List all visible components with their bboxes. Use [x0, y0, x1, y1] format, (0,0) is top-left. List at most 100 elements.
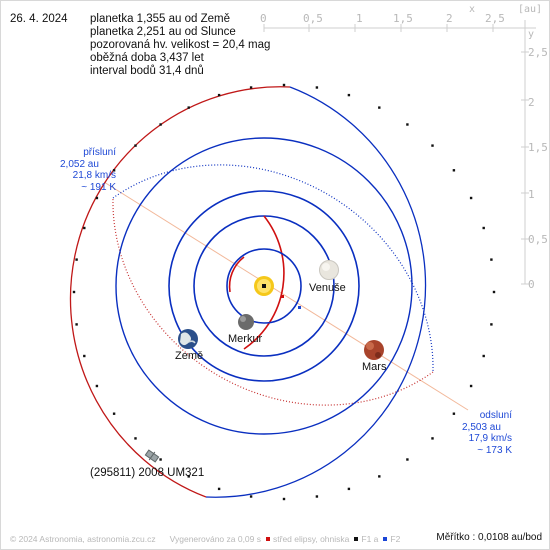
top-tick-2: 2: [446, 12, 453, 25]
legend-f2-swatch: [383, 537, 388, 541]
orbit-point: [431, 144, 434, 147]
orbit-point: [159, 458, 162, 461]
asteroid-outer-path-red: [69, 86, 291, 498]
date-label: 26. 4. 2024: [10, 13, 68, 25]
orbit-point: [406, 458, 409, 461]
top-tick-1: 1: [356, 12, 363, 25]
asteroid-marker: [144, 449, 160, 463]
orbit-point: [378, 106, 381, 109]
asteroid-outer-path-blue: [205, 86, 427, 498]
perihelion-info: přísluní 2,052 au 21,8 km/s ~ 191 K: [60, 147, 116, 193]
orbit-point: [431, 437, 434, 440]
top-axis-ticks: [263, 24, 494, 32]
scale-text: Měřítko : 0,0108 au/bod: [436, 532, 542, 543]
perihelion-temp: ~ 191 K: [81, 181, 116, 193]
top-tick-0: 0: [260, 12, 267, 25]
aphelion-distance: 2,503 au: [462, 421, 501, 433]
right-tick-1-5: 1,5: [528, 141, 548, 154]
mercury-orbit: [226, 248, 302, 324]
earth-body: [178, 329, 198, 349]
orbit-point: [406, 123, 409, 126]
venus-label: Venuše: [309, 282, 346, 294]
perihelion-distance: 2,052 au: [60, 158, 99, 170]
orbit-point: [490, 323, 493, 326]
top-tick-1-5: 1,5: [393, 12, 413, 25]
mars-orbit: [115, 137, 413, 435]
venus-body: [319, 260, 339, 280]
aphelion-speed: 17,9 km/s: [468, 433, 512, 444]
right-tick-0: 0: [528, 278, 535, 291]
asteroid-orbit-far-half: [112, 197, 434, 406]
axes: [263, 20, 536, 285]
orbit-point: [72, 290, 76, 294]
legend-center-text: střed elipsy, ohniska: [273, 534, 350, 544]
orbit-point: [490, 258, 493, 261]
orbit-point: [492, 290, 496, 294]
perihelion-speed: 21,8 km/s: [72, 170, 116, 181]
orbit-point: [249, 495, 253, 498]
asteroid-orbit-near-half: [112, 164, 434, 373]
right-tick-2-5: 2,5: [528, 46, 548, 59]
orbit-point: [469, 196, 473, 200]
orbit-point: [482, 226, 485, 230]
mars-orbit-highlight: [243, 215, 285, 350]
orbit-point: [187, 475, 190, 478]
orbit-point: [83, 354, 86, 358]
mercury-label: Merkur: [228, 333, 263, 345]
orbit-point: [112, 169, 116, 172]
y-axis-label: y: [528, 29, 535, 40]
legend-center-swatch: [266, 537, 270, 541]
earth-label: Země: [175, 350, 204, 362]
orbit-point: [482, 354, 485, 358]
orbit-point: [95, 384, 99, 388]
x-axis-label: x: [469, 4, 476, 15]
asteroid-label: (295811) 2008 UM321: [90, 467, 205, 479]
orbit-point: [282, 83, 286, 87]
orbit-point: [347, 487, 351, 491]
legend-f1-text: F1 a: [361, 534, 379, 544]
orbit-point: [452, 169, 456, 172]
apsis-line: [103, 181, 469, 411]
top-tick-2-5: 2,5: [485, 12, 505, 25]
aphelion-title: odsluní: [479, 410, 512, 421]
orbit-point: [315, 86, 319, 89]
orbit-point: [217, 93, 221, 97]
right-tick-0-5: 0,5: [528, 233, 548, 246]
unit-label: [au]: [518, 4, 543, 15]
right-tick-2: 2: [528, 96, 535, 109]
footer: © 2024 Astronomia, astronomia.zcu.cz Vyg…: [10, 534, 400, 544]
copyright-text: © 2024 Astronomia, astronomia.zcu.cz: [10, 534, 156, 544]
orbit-point: [469, 384, 473, 388]
perihelion-title: přísluní: [83, 147, 116, 158]
generated-text: Vygenerováno za 0,09 s: [169, 534, 261, 544]
orbit-point: [134, 437, 137, 440]
sun: [254, 276, 274, 296]
mars-body: [364, 340, 384, 360]
earth-orbit: [168, 190, 360, 382]
orbit-point: [95, 196, 99, 200]
orbit-point: [112, 412, 116, 415]
info-period: oběžná doba 3,437 let: [90, 52, 204, 64]
aphelion-info: odsluní 2,503 au 17,9 km/s ~ 173 K: [462, 410, 512, 456]
legend-f1-swatch: [354, 537, 359, 541]
orbit-point: [282, 497, 286, 501]
mercury-body: [238, 314, 254, 330]
focus-f2-marker: [298, 306, 301, 309]
orbit-markers: [72, 83, 496, 501]
orbit-point: [134, 144, 137, 147]
info-magnitude: pozorovaná hv. velikost = 20,4 mag: [90, 39, 271, 51]
orbit-point: [83, 226, 86, 230]
orbit-point: [249, 86, 253, 89]
orbit-point: [159, 123, 162, 126]
orbit-point: [315, 495, 319, 498]
orbit-point: [75, 258, 78, 261]
mercury-orbit-highlight: [228, 256, 245, 293]
right-tick-1: 1: [528, 188, 535, 201]
ellipse-center-marker: [281, 295, 284, 298]
info-distance-earth: planetka 1,355 au od Země: [90, 13, 231, 25]
mars-label: Mars: [362, 361, 387, 373]
legend-f2-text: F2: [390, 534, 401, 544]
right-axis-ticks: [521, 51, 529, 285]
orbit-point: [347, 93, 351, 97]
